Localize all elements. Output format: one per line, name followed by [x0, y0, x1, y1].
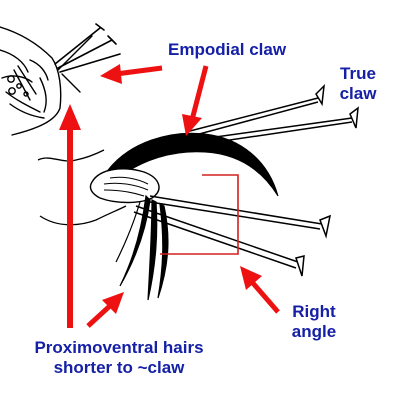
arrow-to-inset-hairs: [59, 104, 81, 328]
label-true-claw-line1: True: [340, 64, 376, 83]
inset-sketch: [0, 23, 121, 136]
arrow-to-empodial-claw: [182, 65, 209, 136]
label-true-claw: True claw: [330, 64, 386, 104]
empodial-claw-shape: [107, 132, 279, 197]
label-empodial-claw: Empodial claw: [168, 40, 287, 59]
leg-outline-upper: [37, 149, 105, 162]
label-right-angle-line1: Right: [292, 302, 336, 321]
label-true-claw-line2: claw: [339, 84, 377, 103]
label-proximoventral-line1: Proximoventral hairs: [34, 338, 204, 357]
arrow-to-inset: [100, 64, 163, 84]
proximoventral-hairs-shapes: [115, 194, 169, 301]
right-angle-marker: [160, 174, 239, 255]
label-right-angle-line2: angle: [291, 322, 337, 341]
arrow-to-right-angle: [240, 266, 280, 314]
lower-claw-shapes: [133, 195, 332, 277]
label-right-angle: Right angle: [282, 302, 346, 342]
empodium-pad: [89, 168, 160, 204]
leg-outline-lower: [39, 205, 127, 226]
main-claw-drawing: [37, 83, 359, 301]
arrow-to-hairs: [86, 292, 124, 328]
label-proximoventral-line2: shorter to ~claw: [53, 358, 185, 377]
label-proximoventral-hairs: Proximoventral hairs shorter to ~claw: [8, 338, 230, 378]
arrows: [59, 64, 280, 328]
true-claw-shapes: [185, 83, 359, 146]
